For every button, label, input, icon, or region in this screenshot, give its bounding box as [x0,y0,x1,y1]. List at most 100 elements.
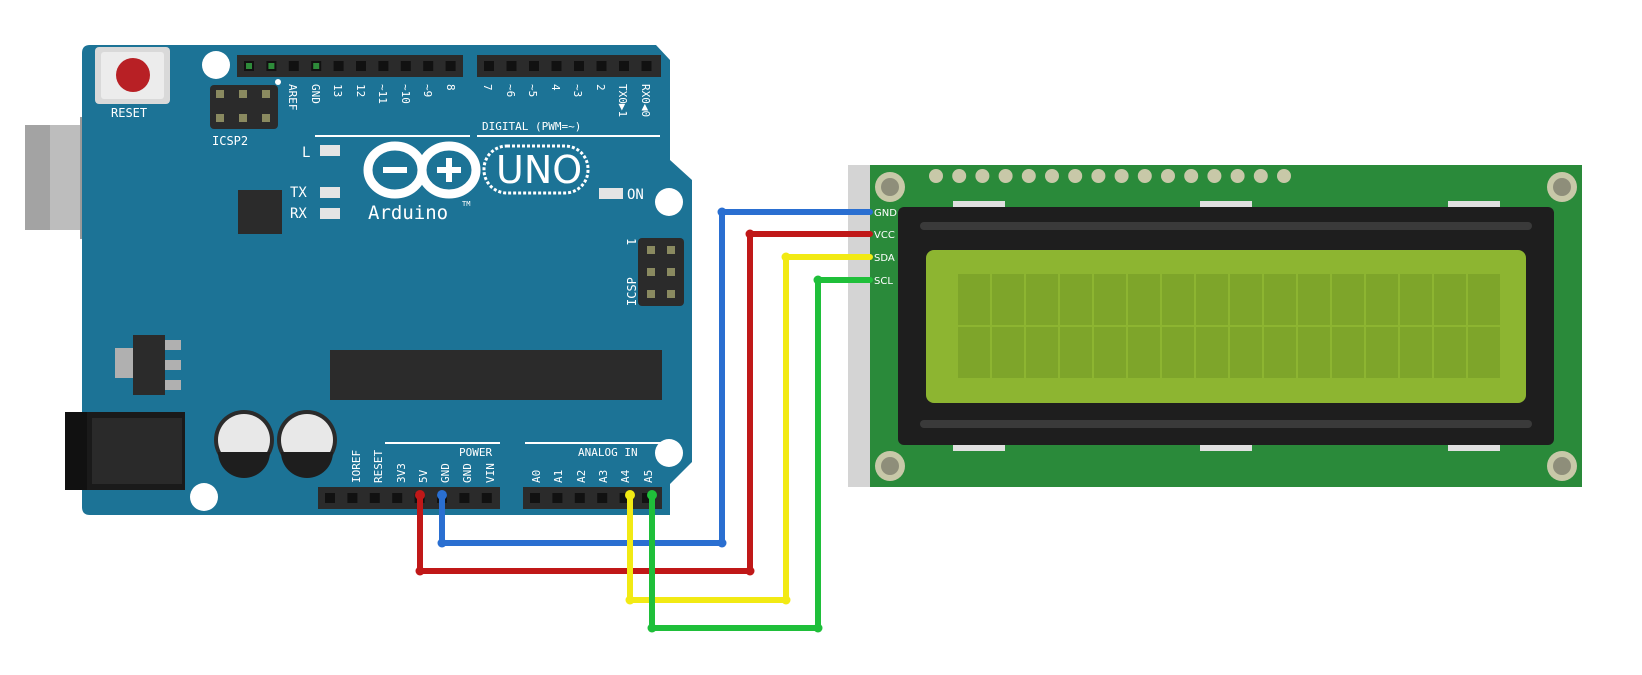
header-pin [378,61,389,71]
pin-label: GND [309,84,322,104]
lcd-pin-label: GND [874,208,897,219]
pin-label: TX0▶1 [616,84,629,117]
wire-bend-point [717,207,727,217]
power-label: POWER [459,446,492,459]
lcd-pin-pad [1184,169,1199,183]
wire-end-point [437,490,447,500]
header-pin [459,493,470,503]
lcd-pin-pad [998,169,1013,183]
header-pin [641,61,652,71]
lcd-pin-pad [1068,169,1083,183]
pin-label: AREF [286,84,299,111]
capacitor [277,410,337,478]
pin-label: RESET [372,450,385,483]
wire-bend-point [625,595,635,605]
trademark-label: TM [462,200,470,208]
arduino-brand-label: Arduino [368,202,448,224]
header-pin [529,61,539,71]
pin-label: A4 [619,469,632,483]
lcd-char-cell [1094,327,1126,378]
header-pin [551,61,562,71]
header-pin-highlight [268,63,275,69]
lcd-pin-pad [1137,169,1152,183]
lcd-char-cell [1366,327,1398,378]
header-pin [369,493,380,503]
pin1-marker-dot [275,79,281,85]
wire-bend-point [437,538,447,548]
pin-label: ~5 [526,84,539,97]
led-tx-label: TX [290,185,307,201]
header-pin [530,493,540,503]
header-pin [288,61,299,71]
led-l [320,145,340,156]
wire-bend-point [781,595,791,605]
lcd-char-cell [1468,274,1500,325]
lcd-char-cell [958,274,990,325]
mounting-hole [655,188,683,216]
lcd-pin-pad [929,169,943,183]
analog-header [523,487,662,509]
lcd-pin-pad [952,169,967,183]
header-pin [619,493,630,503]
pin-label: A0 [530,470,543,483]
header-pin [445,61,456,71]
wire-bend-point [745,229,755,239]
lcd-screen [926,250,1526,403]
wire-bend-point [647,623,657,633]
pin-label: VIN [484,463,497,483]
pin-label: 5V [417,469,430,483]
pin-label: 3V3 [395,463,408,483]
header-pin [392,493,403,503]
pin-label: 4 [549,84,562,91]
lcd-char-cell [1434,327,1466,378]
lcd-char-cell [1366,274,1398,325]
atmega-chip [330,350,662,400]
lcd-char-cell [1298,274,1330,325]
lcd-char-cell [1196,274,1228,325]
header-pin [552,493,563,503]
lcd-char-cell [1332,274,1364,325]
pin-label: ~9 [421,84,434,97]
pin-label: GND [439,463,452,483]
header-pin [596,61,607,71]
lcd-char-cell [1400,274,1432,325]
arduino-logo-icon [363,141,481,199]
pin-label: A5 [642,470,655,483]
pin-label: ~11 [376,84,389,104]
pin-label: ~6 [504,84,517,97]
header-pin [333,61,344,71]
icsp-label: ICSP [625,277,639,306]
wire-bend-point [745,566,755,576]
uno-badge: UNO [482,144,590,195]
reset-button[interactable] [95,47,170,104]
pin-label: 13 [331,84,344,97]
pin-label: GND [461,463,474,483]
lcd-pin-pad [1277,169,1291,183]
lcd-pin-label: SCL [874,276,893,287]
lcd-char-cell [1060,327,1092,378]
digital-header-left [237,55,463,77]
wire-bend-point [781,252,791,262]
wire-end-point [647,490,657,500]
header-pin [574,61,584,71]
led-on-label: ON [627,187,644,203]
lcd-character-grid [958,274,1500,378]
lcd-char-cell [1264,327,1296,378]
lcd-char-cell [1094,274,1126,325]
mounting-hole [202,51,230,79]
voltage-regulator [115,335,181,395]
lcd-char-cell [1468,327,1500,378]
digital-label: DIGITAL (PWM=~) [482,120,581,133]
wires [415,207,873,633]
pin-label: ~10 [399,84,412,104]
header-pin [481,493,492,503]
lcd-char-cell [992,327,1024,378]
uno-model-label: UNO [496,148,582,192]
icsp-pin1-label: 1 [624,238,638,245]
icsp-header [638,238,684,306]
